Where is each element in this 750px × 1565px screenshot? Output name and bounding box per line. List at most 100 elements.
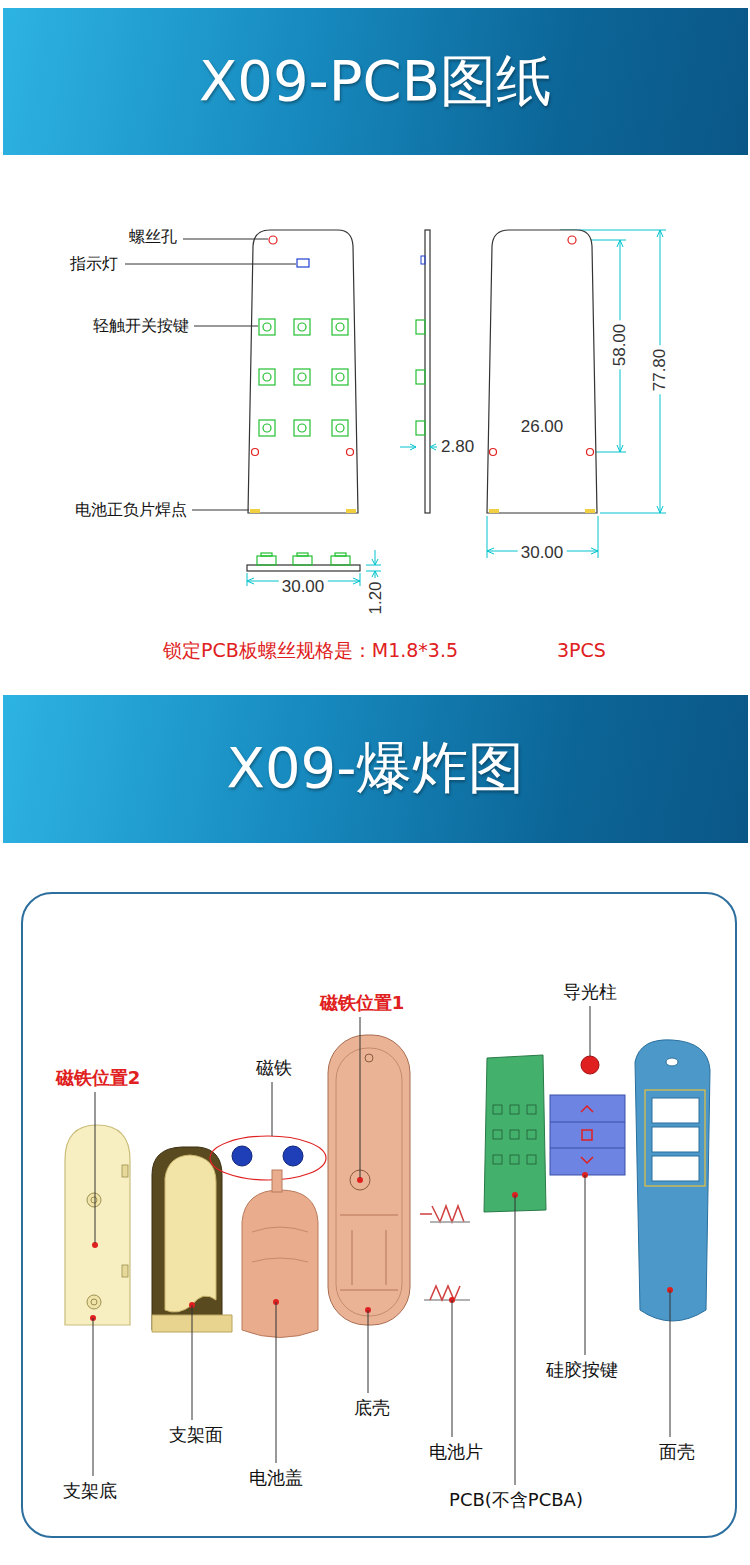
face-shell	[666, 1058, 678, 1066]
pcb-back-view	[489, 509, 499, 513]
leader-lines	[192, 510, 249, 511]
leader-lines	[368, 1310, 369, 1393]
bracket-base	[91, 1299, 97, 1305]
pcb-front-view	[346, 509, 356, 513]
bracket-base	[87, 1193, 101, 1207]
pcb-front-view	[248, 230, 358, 513]
leader-lines	[452, 1300, 453, 1437]
pcb-side-view	[416, 230, 430, 513]
pcb-front-view	[332, 369, 348, 385]
label-holder: 底壳	[354, 1398, 390, 1419]
label-holder: 磁铁位置1	[320, 993, 405, 1014]
pcb-bottom-view	[257, 553, 350, 565]
pcb-back-view	[487, 230, 597, 513]
bracket-face	[152, 1147, 232, 1332]
label-holder: 1.20	[366, 581, 386, 614]
face-shell	[645, 1090, 705, 1186]
label-holder: 30.00	[279, 577, 328, 597]
bracket-base	[87, 1295, 101, 1309]
leader-lines	[360, 1017, 361, 1178]
pcb-front-view	[294, 319, 310, 335]
face-shell	[652, 1127, 699, 1152]
part-label: 电池片	[429, 1442, 483, 1463]
bracket-base	[122, 1265, 128, 1277]
part-label: 螺丝孔	[129, 228, 177, 246]
part-label: 支架底	[63, 1481, 117, 1502]
dimension-lines	[247, 230, 666, 586]
dimension-lines	[372, 559, 378, 565]
title-band: X09-PCB图纸	[3, 8, 748, 155]
pcb-board	[527, 1155, 536, 1164]
label-holder: 磁铁	[256, 1058, 292, 1079]
pcb-back-view	[587, 449, 594, 456]
silicone-keys	[550, 1095, 625, 1175]
part-label: 指示灯	[70, 255, 118, 273]
callout-label: 磁铁位置2	[56, 1068, 141, 1089]
dimension-lines	[360, 573, 361, 586]
part-label: PCB(不含PCBA)	[449, 1490, 583, 1511]
dimension-lines	[375, 550, 376, 565]
leader-lines	[194, 326, 258, 327]
bracket-base	[65, 1125, 130, 1325]
leader-lines	[585, 1175, 586, 1355]
label-holder: 电池片	[429, 1442, 483, 1463]
magnets	[210, 1136, 326, 1180]
leader-lines	[272, 1082, 273, 1136]
battery-cover	[242, 1190, 318, 1338]
magnets	[210, 1136, 326, 1180]
pcb-board	[527, 1105, 536, 1114]
face-shell	[652, 1156, 699, 1181]
pcb-front-view	[248, 230, 358, 513]
leader-lines	[276, 1302, 277, 1463]
dimension-lines	[366, 571, 381, 572]
pcb-back-view	[585, 509, 595, 513]
pcb-front-view	[347, 449, 354, 456]
label-holder: 26.00	[518, 417, 567, 437]
silicone-keys	[581, 1106, 593, 1112]
part-label: 硅胶按键	[546, 1360, 618, 1381]
label-holder: PCB(不含PCBA)	[449, 1490, 583, 1511]
pcb-board	[484, 1055, 546, 1212]
pcb-front-view	[259, 319, 348, 436]
pcb-front-view	[332, 319, 348, 335]
note-text: 3PCS	[557, 640, 606, 662]
label-holder: 锁定PCB板螺丝规格是：M1.8*3.5	[163, 640, 458, 662]
banner-title: X09-爆炸图	[227, 731, 525, 807]
leader-lines	[93, 1318, 94, 1476]
dimension-value: 2.80	[441, 437, 474, 457]
battery-springs	[430, 1221, 470, 1223]
pcb-front-view	[336, 424, 344, 432]
leader-lines	[125, 264, 296, 265]
pcb-bottom-view	[247, 565, 360, 571]
banner-title: X09-PCB图纸	[199, 44, 552, 120]
pcb-front-view	[332, 420, 348, 436]
pcb-board	[493, 1155, 502, 1164]
pcb-front-view	[336, 373, 344, 381]
pcb-front-view	[263, 323, 271, 331]
pcb-bottom-view	[297, 553, 308, 556]
pcb-side-view	[416, 320, 425, 334]
callout-label: 磁铁位置1	[320, 993, 405, 1014]
label-holder: 2.80	[441, 437, 474, 457]
part-label: 面壳	[659, 1442, 695, 1463]
part-label: 轻触开关按键	[93, 317, 189, 335]
dimension-value: 30.00	[279, 577, 328, 597]
leader-lines	[670, 1290, 671, 1437]
pcb-front-view	[336, 323, 344, 331]
pcb-board	[527, 1130, 536, 1139]
battery-springs	[430, 1286, 460, 1300]
label-holder: 电池盖	[249, 1468, 303, 1489]
label-holder: 指示灯	[70, 254, 118, 273]
dimension-lines	[487, 516, 488, 558]
pcb-front-view	[269, 236, 277, 244]
label-holder: 磁铁位置2	[56, 1068, 141, 1089]
pcb-front-view	[298, 373, 306, 381]
label-holder: 58.00	[610, 321, 630, 370]
dimension-lines	[598, 516, 599, 558]
pcb-board	[510, 1130, 519, 1139]
bracket-base	[91, 1197, 97, 1203]
pcb-front-view	[297, 259, 309, 267]
title-band: X09-爆炸图	[3, 695, 748, 843]
dimension-value: 1.20	[366, 581, 386, 614]
